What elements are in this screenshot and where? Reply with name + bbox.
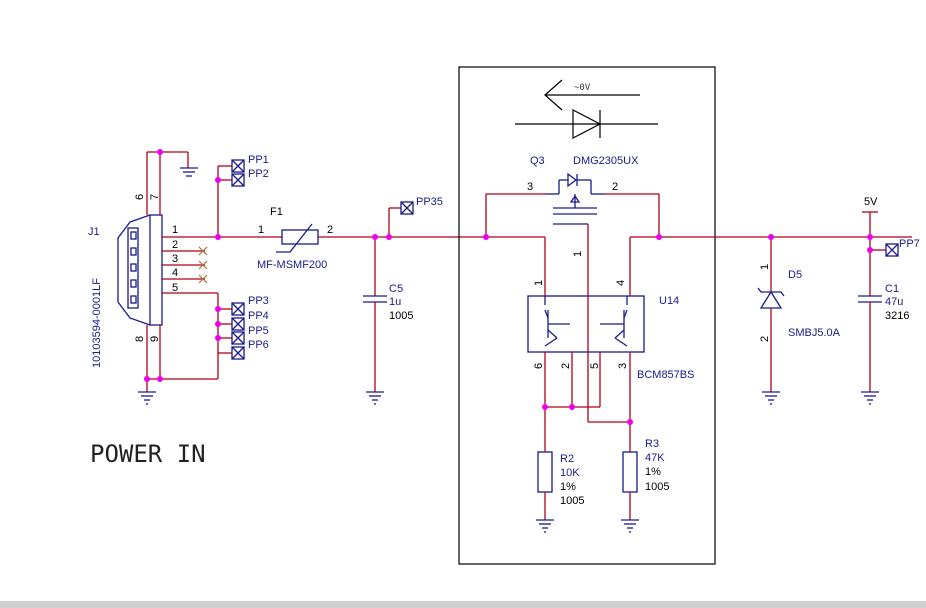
c5-value: 1u	[389, 296, 401, 308]
connector-shell	[117, 214, 151, 326]
ground-symbol-j1-bottom	[138, 391, 156, 405]
rail-5v-label: 5V	[864, 196, 878, 208]
mosfet-q3: Q3 DMG2305UX 3 2 1	[527, 155, 639, 257]
u14-part: BCM857BS	[637, 369, 694, 381]
c5-ref: C5	[389, 283, 403, 295]
j1-pin-2: 2	[172, 239, 178, 251]
u14-pin-3: 3	[617, 363, 629, 369]
ground-symbol-d5	[762, 391, 780, 405]
r3-tolerance: 1%	[645, 466, 661, 478]
f1-pin-2: 2	[327, 224, 333, 236]
resistor-r3: R3 47K 1% 1005	[622, 438, 669, 520]
rail-5v: 5V	[862, 196, 878, 237]
u14-wiring	[544, 237, 631, 452]
page-title: POWER IN	[90, 440, 206, 468]
j1-pin-9: 9	[149, 336, 161, 342]
j1-pin-7: 7	[149, 194, 161, 200]
q3-pin-3: 3	[527, 181, 533, 193]
test-point-pp7: PP7	[870, 238, 920, 257]
r2-value: 10K	[560, 467, 580, 479]
ground-symbol-c5	[366, 391, 384, 405]
q3-pin-2: 2	[612, 181, 618, 193]
q3-wiring	[485, 193, 660, 423]
r2-tolerance: 1%	[560, 481, 576, 493]
j1-pin-8: 8	[134, 336, 146, 342]
svg-text:PP3: PP3	[248, 295, 269, 307]
junction-dots	[144, 149, 873, 425]
u14-pin-5: 5	[589, 363, 601, 369]
connector-body	[149, 214, 163, 326]
tvs-diode-d5: 1 2 D5 SMBJ5.0A	[757, 237, 841, 392]
resistor-r2: R2 10K 1% 1005	[537, 451, 584, 520]
r2-package: 1005	[560, 495, 584, 507]
c5-package: 1005	[389, 310, 413, 322]
j1-part-number: 10103594-0001LF	[91, 278, 103, 368]
r3-value: 47K	[645, 452, 665, 464]
test-point-pp4: PP4	[231, 310, 269, 331]
j1-pin-5: 5	[172, 282, 178, 294]
svg-text:PP2: PP2	[248, 168, 269, 180]
r3-ref: R3	[645, 438, 659, 450]
c1-ref: C1	[885, 283, 899, 295]
u14-pin-2: 2	[560, 363, 572, 369]
test-point-pp35: PP35	[388, 196, 443, 237]
ideal-diode-box	[458, 66, 716, 565]
test-point-pp5: PP5	[231, 325, 269, 345]
j1-pin-3: 3	[172, 253, 178, 265]
d5-ref: D5	[788, 269, 802, 281]
u14-pin-4: 4	[615, 280, 627, 286]
j1-pin-1: 1	[172, 224, 178, 236]
no-connect-markers	[198, 246, 208, 284]
test-point-pp2: PP2	[231, 168, 269, 187]
d5-pin-2: 2	[759, 336, 771, 342]
d5-part: SMBJ5.0A	[788, 327, 841, 339]
ground-symbol-r2	[536, 519, 554, 533]
window-bottom-bar	[0, 601, 926, 608]
d5-pin-1: 1	[759, 264, 771, 270]
capacitor-c5: C5 1u 1005	[363, 237, 413, 392]
svg-text:PP4: PP4	[248, 310, 269, 322]
fuse-f1: F1 1 2 MF-MSMF200	[257, 206, 375, 271]
f1-pin-1: 1	[258, 224, 264, 236]
test-point-pp3: PP3	[231, 295, 269, 316]
reverse-arrow: ~0V	[544, 79, 640, 111]
ground-symbol-r3	[621, 519, 639, 533]
j1-pin-6: 6	[134, 194, 146, 200]
u14-pin-1: 1	[533, 280, 545, 286]
test-point-pp1: PP1	[231, 154, 269, 173]
test-points-left: PP1 PP2 PP3 PP4 PP5 PP6	[231, 154, 269, 360]
r3-package: 1005	[645, 481, 669, 493]
svg-text:PP7: PP7	[899, 238, 920, 250]
u14-ref: U14	[659, 295, 679, 307]
f1-ref: F1	[270, 206, 283, 218]
ground-symbol-c1	[861, 391, 879, 405]
diode-symbol	[515, 109, 658, 139]
u14-pin-6: 6	[533, 363, 545, 369]
capacitor-c1: C1 47u 3216	[858, 237, 909, 392]
c1-value: 47u	[885, 296, 903, 308]
svg-text:PP5: PP5	[248, 325, 269, 337]
connector-contacts	[130, 231, 137, 304]
connector-j1: J1 10103594-0001LF 1 2 3 4 5 6 7 8 9	[88, 194, 178, 368]
transistor-pair-u14: U14 BCM857BS 1 4 6 2 5 3	[527, 280, 694, 381]
j1-ref: J1	[88, 226, 100, 238]
q3-part: DMG2305UX	[573, 155, 639, 167]
q3-pin-1: 1	[572, 251, 584, 257]
svg-text:PP1: PP1	[248, 154, 269, 166]
r2-ref: R2	[560, 453, 574, 465]
svg-text:PP6: PP6	[248, 339, 269, 351]
connector-slot	[127, 227, 139, 309]
ground-symbol-j1-top	[180, 167, 198, 177]
q3-ref: Q3	[530, 155, 545, 167]
c1-package: 3216	[885, 310, 909, 322]
test-point-pp6: PP6	[231, 339, 269, 360]
diode-annotation: ~0V	[574, 83, 591, 93]
svg-text:PP35: PP35	[416, 196, 443, 208]
f1-part: MF-MSMF200	[257, 259, 327, 271]
j1-pin-4: 4	[172, 267, 178, 279]
j1-wiring	[146, 151, 280, 392]
